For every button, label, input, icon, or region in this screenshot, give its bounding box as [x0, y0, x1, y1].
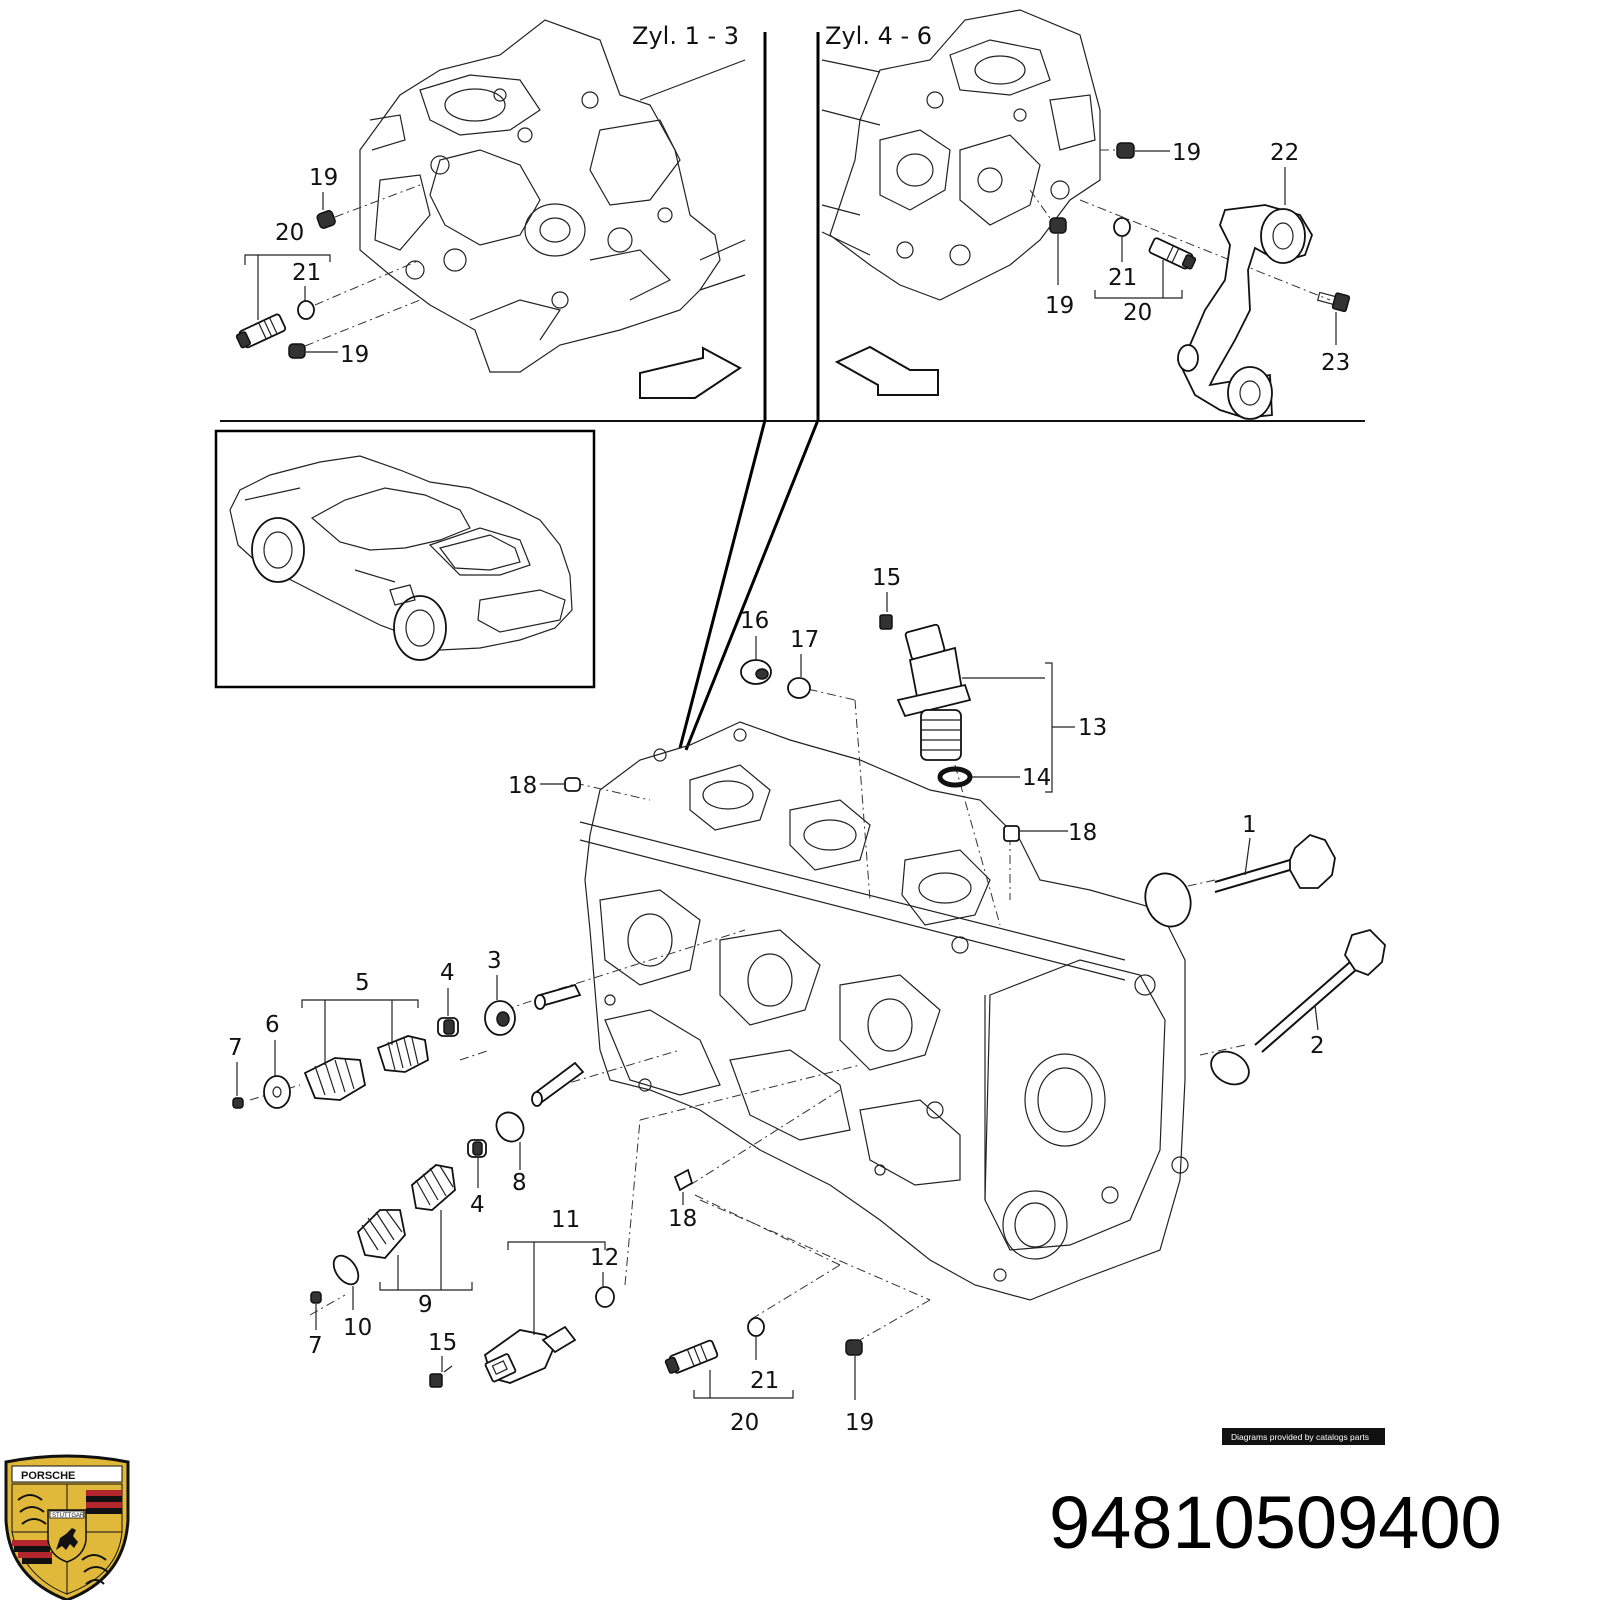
header-zyl-1-3: Zyl. 1 - 3: [632, 22, 739, 50]
callout-1: 1: [1242, 812, 1257, 838]
callout-20-c: 20: [730, 1410, 759, 1436]
callout-19-e: 19: [845, 1410, 874, 1436]
callout-5: 5: [355, 970, 370, 996]
callout-19-c: 19: [1172, 140, 1201, 166]
callout-11: 11: [551, 1207, 580, 1233]
part-18-plug-lower: [673, 1168, 694, 1192]
part-4-valve-keeper-upper: [437, 1017, 459, 1037]
callout-2: 2: [1310, 1033, 1325, 1059]
callout-21-a: 21: [292, 260, 321, 286]
callout-19-b: 19: [340, 342, 369, 368]
crest-city: STUTTGART: [52, 1513, 88, 1519]
callout-6: 6: [265, 1012, 280, 1038]
part-19-top-right-lower: [1049, 217, 1067, 234]
part-4-valve-keeper-lower: [467, 1139, 487, 1158]
callout-13: 13: [1078, 715, 1107, 741]
callout-14: 14: [1022, 765, 1051, 791]
part-7-shim-lower: [310, 1291, 322, 1304]
part-21-oring-bottom: [747, 1317, 765, 1337]
callout-19-a: 19: [309, 165, 338, 191]
part-valve-guide-lower: [531, 1061, 585, 1107]
direction-arrow-right-icon: [834, 345, 939, 396]
callout-8: 8: [512, 1170, 527, 1196]
part-1-intake-valve: [1214, 833, 1336, 893]
part-20-valve-bottom: [664, 1339, 719, 1374]
callout-9: 9: [418, 1292, 433, 1318]
part-22-bracket: [1176, 204, 1313, 420]
callout-18-b: 18: [1068, 820, 1097, 846]
part-10-spring-seat-lower: [332, 1254, 360, 1286]
cylinder-head: [579, 721, 1189, 1301]
vehicle-illustration: [229, 455, 573, 661]
part-16-plug: [740, 659, 772, 685]
part-19-top-right-upper: [1116, 142, 1135, 159]
part-23-bolt: [1316, 291, 1351, 313]
callout-21-c: 21: [750, 1368, 779, 1394]
part-15-screw-lower: [429, 1373, 443, 1388]
credit-text: Diagrams provided by catalogs parts: [1231, 1432, 1369, 1442]
part-7-shim-upper: [232, 1097, 244, 1109]
part-13-solenoid-valve: [896, 623, 972, 761]
leader-separator-left: [678, 419, 767, 749]
part-15-screw-upper: [879, 614, 893, 630]
callout-20-a: 20: [275, 220, 304, 246]
part-21-oring-top-right: [1113, 217, 1131, 237]
callout-21-b: 21: [1108, 265, 1137, 291]
direction-arrow-left-icon: [639, 346, 742, 399]
callout-3: 3: [487, 948, 502, 974]
part-20-valve-top-right: [1148, 237, 1197, 270]
callout-19-d: 19: [1045, 293, 1074, 319]
part-valve-seat-ring-lower: [1210, 1050, 1250, 1086]
part-5-valve-springs-upper: [303, 1035, 429, 1101]
part-11-sensor: [483, 1325, 577, 1384]
part-17-oring: [787, 677, 811, 699]
callout-18-c: 18: [668, 1206, 697, 1232]
callout-4-b: 4: [470, 1192, 485, 1218]
part-19-top-left-lower: [288, 343, 306, 359]
callout-17: 17: [790, 627, 819, 653]
part-18-plug-upper-left: [564, 777, 581, 792]
engine-sketch-cyl-1-3: [359, 19, 746, 373]
part-19-top-left-upper: [316, 210, 336, 229]
part-valve-guide-upper: [534, 983, 582, 1010]
callout-15-a: 15: [872, 565, 901, 591]
callout-7-a: 7: [228, 1035, 243, 1061]
crest-wordmark: PORSCHE: [21, 1470, 75, 1482]
callout-20-b: 20: [1123, 300, 1152, 326]
part-number: 94810509400: [1049, 1481, 1502, 1564]
engine-sketch-cyl-4-6: [821, 9, 1101, 301]
part-8-valve-seal-lower: [495, 1111, 525, 1143]
callout-18-a: 18: [508, 773, 537, 799]
callout-12: 12: [590, 1245, 619, 1271]
part-9-valve-springs-lower: [356, 1164, 456, 1259]
part-6-spring-seat: [263, 1075, 291, 1109]
part-2-exhaust-valve: [1254, 928, 1386, 1053]
callout-23: 23: [1321, 350, 1350, 376]
callout-15-b: 15: [428, 1330, 457, 1356]
part-valve-seat-ring-upper: [1144, 872, 1192, 928]
header-zyl-4-6: Zyl. 4 - 6: [825, 22, 932, 50]
porsche-crest-logo: PORSCHE STUTTGART: [4, 1454, 130, 1600]
leader-separator-right: [684, 419, 820, 751]
callout-10: 10: [343, 1315, 372, 1341]
credit-badge: [1222, 1428, 1385, 1445]
callout-16: 16: [740, 608, 769, 634]
part-19-bottom: [845, 1339, 863, 1356]
callout-4-a: 4: [440, 960, 455, 986]
callout-7-b: 7: [308, 1333, 323, 1359]
part-18-plug-right: [1003, 825, 1020, 842]
part-12-oring: [595, 1286, 615, 1308]
part-21-oring-top-left: [297, 300, 315, 320]
part-20-valve-top-left: [235, 313, 287, 349]
part-3-valve-seal: [484, 1000, 516, 1036]
part-14-seal-ring: [937, 766, 973, 788]
callout-22: 22: [1270, 140, 1299, 166]
vehicle-view-frame: [214, 429, 596, 689]
